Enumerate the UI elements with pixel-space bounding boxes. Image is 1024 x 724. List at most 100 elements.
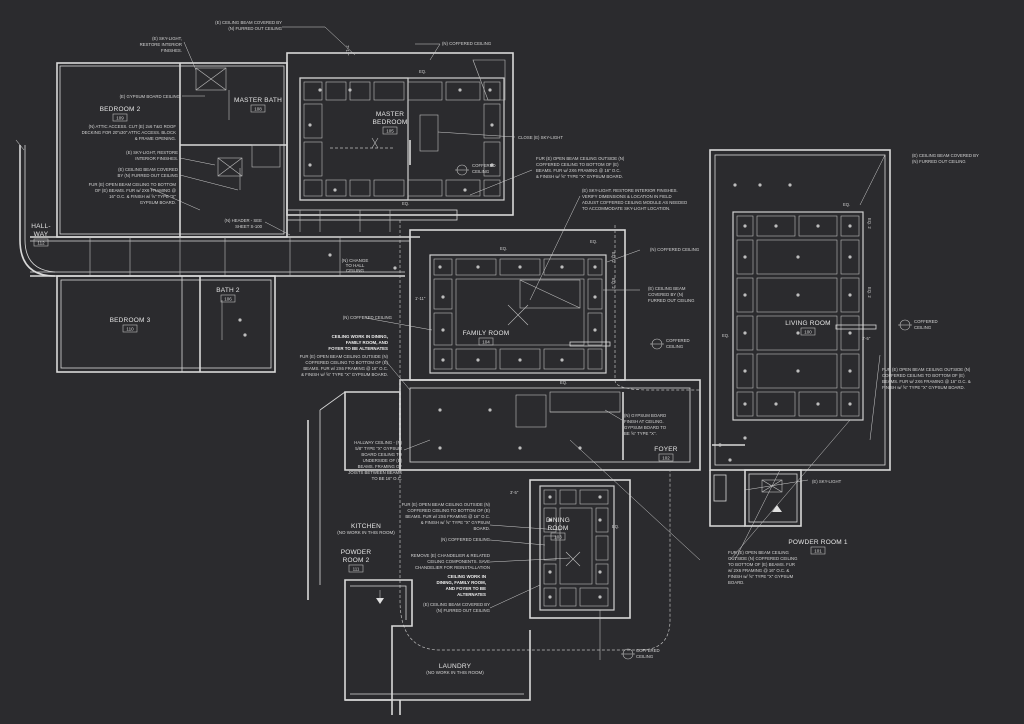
svg-text:EQ.: EQ. [590,239,597,244]
note-close-skylight: CLOSE (E) SKY-LIGHT [518,135,563,140]
note-coffered-fr: COFFERED CEILING [666,338,690,349]
svg-text:FINISH AT CEILING.: FINISH AT CEILING. [624,419,664,424]
svg-text:SHEET S-100: SHEET S-100 [235,224,263,229]
svg-text:110: 110 [126,327,134,332]
room-name-bedroom2: BEDROOM 2 [100,106,141,113]
svg-text:2'-5": 2'-5" [862,336,871,341]
svg-text:102: 102 [662,456,670,461]
foyer-walls [307,220,701,651]
room-name-dining-room: DINING [546,517,570,524]
svg-text:& FINISH w/ ⅝" TYPE "X" GYPSUM: & FINISH w/ ⅝" TYPE "X" GYPSUM BOARD. [536,174,623,179]
svg-text:ALTERNATES: ALTERNATES [457,592,486,597]
svg-text:BEDROOM: BEDROOM [373,119,408,126]
svg-text:FUR (E) OPEN BEAM CEILING OUTS: FUR (E) OPEN BEAM CEILING OUTSIDE (N) [402,502,491,507]
note-beam-fr: (E) CEILING BEAM COVERED BY (N) FURRED O… [648,286,695,303]
svg-text:EQ. 2: EQ. 2 [867,218,872,229]
note-fur-dr: FUR (E) OPEN BEAM CEILING OUTSIDE (N) CO… [402,502,491,531]
svg-text:COFFERED: COFFERED [666,338,690,343]
svg-text:109: 109 [116,116,124,121]
svg-text:(N) HEADER - SEE: (N) HEADER - SEE [225,218,263,223]
dimension-labels: EQ. EQ. EQ. EQ. EQ. EQ. EQ. EQ. EQ. 2 EQ… [345,45,872,529]
svg-text:FUR (E) OPEN BEAM CEILING OUTS: FUR (E) OPEN BEAM CEILING OUTSIDE (N) [882,367,971,372]
svg-text:(E) GYPSUM BOARD CEILING: (E) GYPSUM BOARD CEILING [120,94,181,99]
svg-text:FINISH w/ ⅝" TYPE "X" GYPSUM: FINISH w/ ⅝" TYPE "X" GYPSUM [728,574,794,579]
svg-text:CEILING: CEILING [666,344,684,349]
ceiling-light-dots [238,88,852,599]
note-beam-dr: (E) CEILING BEAM COVERED BY (N) FURRED O… [423,602,491,613]
room-name-powder-room1: POWDER ROOM 1 [788,539,847,546]
svg-text:EQ.: EQ. [419,69,426,74]
svg-text:BEAMS. FUR w/ 2X6 FRAMING @ 16: BEAMS. FUR w/ 2X6 FRAMING @ 16" O.C. [405,514,490,519]
svg-text:112: 112 [37,241,45,246]
svg-text:FAMILY ROOM, AND: FAMILY ROOM, AND [346,340,388,345]
svg-text:w/ 2X6 FRAMING @ 16" O.C. &: w/ 2X6 FRAMING @ 16" O.C. & [728,568,789,573]
svg-text:COFFERED CEILING TO BOTTOM OF: COFFERED CEILING TO BOTTOM OF (E) [305,360,388,365]
note-beam-ml: (E) CEILING BEAM COVERED BY (N) FURRED O… [118,167,179,178]
svg-text:OUTSIDE (N) COFFERED CEILING: OUTSIDE (N) COFFERED CEILING [728,556,798,561]
svg-text:(N) FURRED OUT CEILING: (N) FURRED OUT CEILING [436,608,490,613]
svg-text:(NO WORK IN THIS ROOM): (NO WORK IN THIS ROOM) [426,670,484,675]
note-coffered-fr-left: (N) COFFERED CEILING [343,315,393,320]
note-no-change: (N) CHANGE TO HALL CEILING [342,258,369,273]
svg-text:ROOM 2: ROOM 2 [343,557,370,564]
svg-text:FINISHES.: FINISHES. [161,48,182,53]
svg-text:EQ. 2: EQ. 2 [867,287,872,298]
svg-text:BOARD.: BOARD. [728,580,744,585]
svg-text:(E) SKY-LIGHT. RESTORE INTERIO: (E) SKY-LIGHT. RESTORE INTERIOR FINISHES… [582,188,678,193]
svg-text:100: 100 [804,330,812,335]
note-coffered-lr2: COFFERED CEILING [914,319,938,330]
svg-text:FINISH w/ ⅝" TYPE "X" GYPSUM B: FINISH w/ ⅝" TYPE "X" GYPSUM BOARD. [882,385,965,390]
note-beam-top: (E) CEILING BEAM COVERED BY (N) FURRED O… [215,20,283,31]
svg-text:EQ.: EQ. [402,201,409,206]
svg-text:GYPSUM BOARD.: GYPSUM BOARD. [140,200,176,205]
note-chandelier: REMOVE (E) CHANDELIER & RELATED CEILING … [411,553,490,570]
living-room-coffers [709,149,891,527]
svg-text:BEAMS. FRAMING OF: BEAMS. FRAMING OF [358,464,403,469]
room-name-master-bedroom: MASTER [376,111,404,118]
note-fur-pr1: FUR (E) OPEN BEAM CEILING OUTSIDE (N) CO… [728,550,798,585]
svg-text:EQ. 2: EQ. 2 [611,278,616,289]
svg-text:TO BE 16" O.C.: TO BE 16" O.C. [372,476,402,481]
svg-text:(N) GYPSUM BOARD: (N) GYPSUM BOARD [624,413,666,418]
svg-text:AND FOYER TO BE: AND FOYER TO BE [446,586,486,591]
svg-text:REMOVE (E) CHANDELIER & RELATE: REMOVE (E) CHANDELIER & RELATED [411,553,490,558]
dining-room-coffers [529,479,631,619]
svg-text:106: 106 [224,297,232,302]
note-gypsum-mb: (E) GYPSUM BOARD CEILING [120,94,181,99]
svg-text:1'-11": 1'-11" [415,296,426,301]
note-alternates-2: CEILING WORK IN DINING, FAMILY ROOM, AND… [436,574,486,597]
svg-text:& FINISH w/ ⅝" TYPE "X" GYPSUM: & FINISH w/ ⅝" TYPE "X" GYPSUM BOARD. [301,372,388,377]
svg-text:FUR (E) OPEN BEAM CEILING OUTS: FUR (E) OPEN BEAM CEILING OUTSIDE (N) [536,156,625,161]
svg-text:COFFERED: COFFERED [914,319,938,324]
note-fur-lr: FUR (E) OPEN BEAM CEILING OUTSIDE (N) CO… [882,367,971,390]
svg-text:(E) CEILING BEAM: (E) CEILING BEAM [648,286,686,291]
svg-text:COFFERED: COFFERED [636,648,660,653]
svg-text:COFFERED CEILING TO BOTTOM OF: COFFERED CEILING TO BOTTOM OF (E) [536,162,619,167]
note-coffered-dr: (N) COFFERED CEILING [441,537,491,542]
svg-text:JOISTS BETWEEN BEAMS: JOISTS BETWEEN BEAMS [348,470,402,475]
svg-text:(E) CEILING BEAM COVERED BY: (E) CEILING BEAM COVERED BY [423,602,490,607]
svg-text:BEAMS. FUR w/ 2X6 FRAMING @ 16: BEAMS. FUR w/ 2X6 FRAMING @ 16" O.C. & [882,379,971,384]
svg-text:ROOM: ROOM [547,525,568,532]
svg-text:(N) CHANGE: (N) CHANGE [342,258,369,263]
coffered-ceiling-symbols [455,164,912,660]
svg-text:3'-5": 3'-5" [510,490,519,495]
note-skylight-tl: (E) SKY-LIGHT, RESTORE INTERIOR FINISHES… [140,36,182,53]
room-name-kitchen: KITCHEN [351,523,381,530]
note-fur-mb: FUR (E) OPEN BEAM CEILING OUTSIDE (N) CO… [536,156,625,179]
svg-text:CHANDELIER FOR REINSTALLATION: CHANDELIER FOR REINSTALLATION [415,565,490,570]
svg-text:103: 103 [554,535,562,540]
svg-text:GYPSUM BOARD TO: GYPSUM BOARD TO [624,425,667,430]
svg-text:FUR (E) OPEN BEAM CEILING TO B: FUR (E) OPEN BEAM CEILING TO BOTTOM [89,182,177,187]
svg-text:& FINISH w/ ⅝" TYPE "X" GYPSUM: & FINISH w/ ⅝" TYPE "X" GYPSUM [421,520,491,525]
svg-text:CEILING WORK IN: CEILING WORK IN [447,574,486,579]
svg-text:EQ.: EQ. [722,333,729,338]
svg-text:CEILING: CEILING [914,325,932,330]
svg-text:5/8" TYPE "X" GYPSUM: 5/8" TYPE "X" GYPSUM [355,446,402,451]
svg-text:EQ.: EQ. [612,524,619,529]
annotation-notes: (E) CEILING BEAM COVERED BY (N) FURRED O… [82,20,979,659]
svg-text:CEILING: CEILING [636,654,654,659]
note-coffered-bottom: COFFERED CEILING [636,648,660,659]
svg-text:7'-11": 7'-11" [345,45,350,56]
